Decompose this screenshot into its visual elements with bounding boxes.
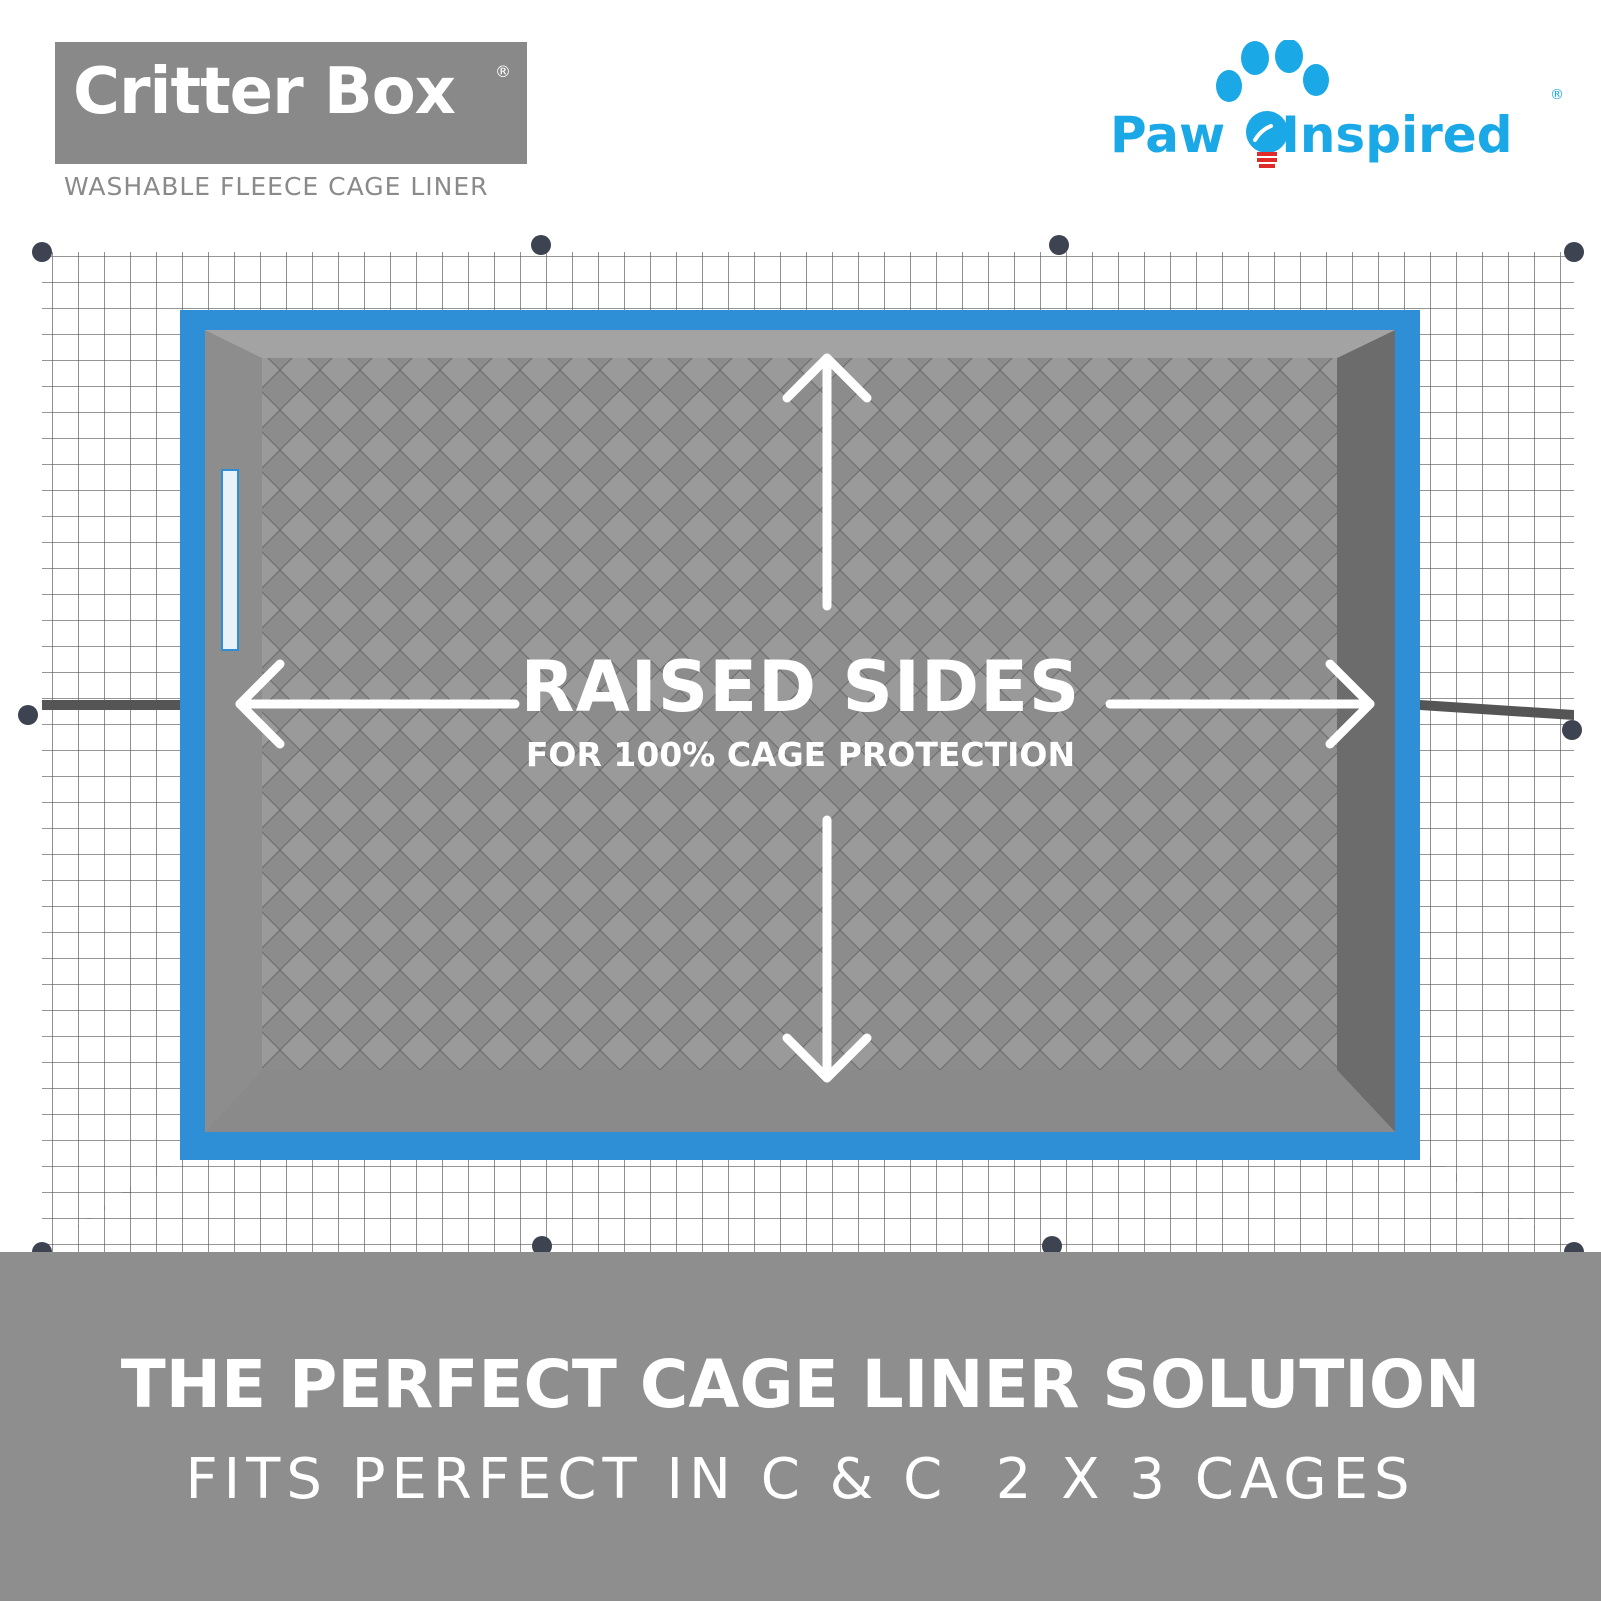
brand-registered-mark: ®: [495, 62, 511, 81]
brand-name: Critter Box: [73, 55, 456, 129]
callout-subtitle: FOR 100% CAGE PROTECTION: [525, 735, 1076, 774]
cage-connectors: [18, 235, 1584, 1252]
callout-title: RAISED SIDES: [520, 646, 1081, 728]
logo-text-left: Paw: [1110, 106, 1226, 164]
banner-title: THE PERFECT CAGE LINER SOLUTION: [120, 1346, 1481, 1423]
brand-tagline: WASHABLE FLEECE CAGE LINER: [64, 172, 489, 201]
brand-logo-box: Critter Box ®: [55, 42, 527, 164]
paw-print-icon: [1216, 40, 1329, 102]
liner-tag: [221, 469, 239, 651]
product-photo: [18, 235, 1584, 1252]
logo-registered-mark: ®: [1550, 87, 1564, 103]
cage-wire-panels: [42, 252, 1574, 1252]
logo-text-right: Inspired: [1281, 106, 1513, 164]
bottom-banner: THE PERFECT CAGE LINER SOLUTION FITS PER…: [0, 1252, 1601, 1601]
lightbulb-icon: [1246, 111, 1288, 168]
banner-subtitle: FITS PERFECT IN C & C 2 X 3 CAGES: [185, 1447, 1416, 1512]
raised-sides-arrows: [235, 353, 1375, 1083]
liner-quilted-floor: [262, 358, 1337, 1070]
